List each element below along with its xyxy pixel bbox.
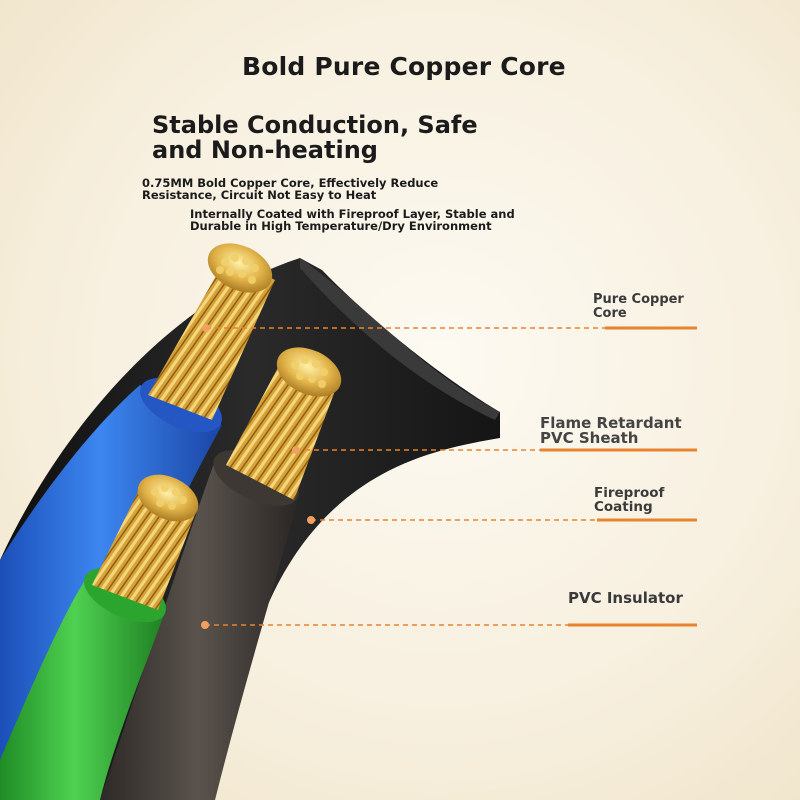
label-pure-copper-core: Pure Copper Core bbox=[593, 292, 684, 321]
headline-title: Bold Pure Copper Core bbox=[242, 52, 566, 81]
green-insulated-wire bbox=[0, 474, 199, 800]
description-fireproof-layer: Internally Coated with Fireproof Layer, … bbox=[190, 207, 515, 233]
description-copper-core: 0.75MM Bold Copper Core, Effectively Red… bbox=[142, 176, 439, 202]
label-pvc-insulator: PVC Insulator bbox=[568, 589, 683, 607]
label-fireproof-coating: Fireproof Coating bbox=[594, 485, 665, 515]
brown-insulated-wire bbox=[100, 347, 342, 800]
headline-subtitle: Stable Conduction, Safe and Non-heating bbox=[152, 111, 478, 164]
label-flame-retardant-sheath: Flame Retardant PVC Sheath bbox=[540, 414, 682, 447]
callout-lines bbox=[201, 324, 697, 629]
